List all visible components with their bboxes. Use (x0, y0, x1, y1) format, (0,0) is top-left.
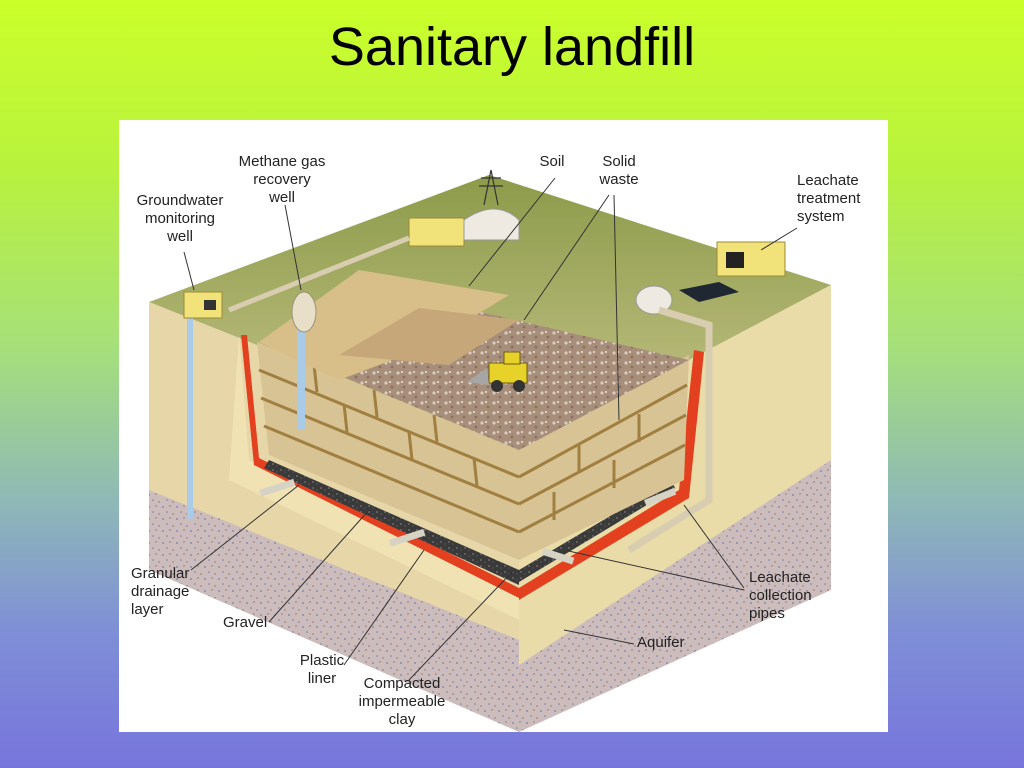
label-gravel: Gravel (223, 614, 268, 631)
label-leachate-treatment-system: Leachate treatment system (797, 172, 861, 225)
leachate-riser (627, 306, 713, 553)
label-granular-drainage-layer: Granular drainage layer (131, 565, 190, 618)
power-tower (479, 169, 503, 206)
brick-mortar-left (258, 364, 520, 534)
label-solid-waste: Solid waste (599, 153, 639, 188)
leachate-pipe-1 (259, 478, 296, 497)
soil-cap (259, 270, 509, 380)
groundwater-well-pipe (187, 315, 193, 520)
methane-well-cap (291, 291, 317, 333)
leachate-pipe-3 (541, 548, 575, 565)
brick-mortar-right (518, 383, 688, 534)
landfill-cross-section (149, 169, 831, 732)
label-methane-gas-recovery-well: Methane gas recovery well (238, 153, 326, 206)
clay-layer (229, 335, 519, 620)
leachate-building-door (726, 252, 744, 268)
leachate-pipe-4 (644, 488, 677, 507)
label-soil: Soil (539, 153, 565, 170)
label-compacted-impermeable-clay: Compacted impermeable clay (358, 675, 446, 728)
bulldozer-icon (467, 351, 528, 392)
soil-cap-exposed (339, 308, 519, 365)
ground-surface (149, 175, 831, 450)
leachate-pond (679, 282, 739, 302)
groundwater-well-window (204, 300, 216, 310)
groundwater-well-building (183, 291, 223, 319)
leachate-pipe-2 (388, 528, 426, 547)
gravel-left (264, 460, 519, 585)
label-plastic-liner: Plastic liner (299, 652, 345, 687)
leachate-tank (635, 285, 673, 315)
aquifer-right (519, 460, 831, 732)
slide-title: Sanitary landfill (328, 17, 696, 77)
gas-plant-building (408, 217, 465, 247)
aquifer-left-low (149, 515, 519, 732)
leader-lines (183, 177, 798, 681)
label-leachate-collection-pipes: Leachate collection pipes (749, 569, 812, 622)
label-groundwater-monitoring-well: Groundwater monitoring well (136, 192, 224, 245)
methane-pipe (228, 235, 410, 313)
methane-well-pipe (297, 310, 305, 430)
landfill-diagram: Groundwater monitoring well Methane gas … (119, 120, 888, 732)
gas-storage-tank (463, 208, 520, 241)
label-aquifer: Aquifer (637, 634, 685, 651)
